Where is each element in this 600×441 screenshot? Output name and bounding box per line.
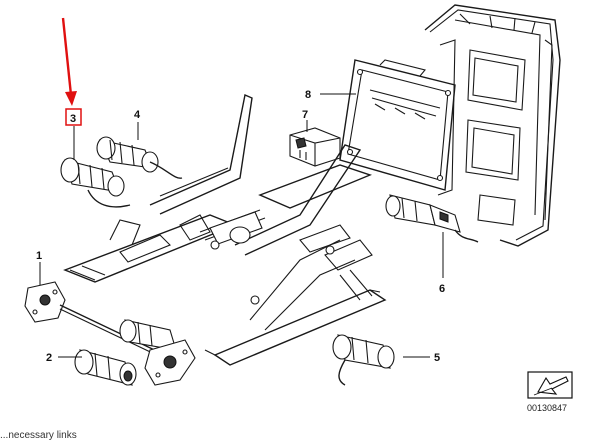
callout-2: 2 [46, 352, 52, 364]
gearbox-part-1 [24, 281, 166, 360]
callout-5: 5 [434, 352, 440, 364]
seat-base-frame [63, 94, 387, 366]
callout-8: 8 [305, 89, 311, 101]
motor-part-6 [385, 194, 479, 243]
motor-part-5 [332, 334, 395, 386]
callout-1: 1 [36, 250, 42, 262]
motor-part-3 [60, 157, 131, 208]
highlight-box [65, 108, 82, 126]
back-panel-part-8 [339, 59, 456, 191]
motor-part-4 [96, 136, 183, 179]
footer-text: ...necessary links [0, 430, 77, 441]
reference-number: 00130847 [527, 403, 567, 413]
motor-gearbox-assembly [119, 319, 196, 386]
highlight-arrow [61, 17, 77, 106]
seat-backrest-frame [424, 4, 561, 247]
callout-3: 3 [70, 113, 76, 125]
arrow-down-left-icon[interactable] [527, 371, 573, 399]
leader-lines [39, 93, 444, 358]
relay-part-7 [289, 127, 341, 167]
motor-part-2 [74, 349, 137, 386]
callout-6: 6 [439, 283, 445, 295]
callout-4: 4 [134, 109, 141, 121]
callout-7: 7 [302, 109, 308, 121]
